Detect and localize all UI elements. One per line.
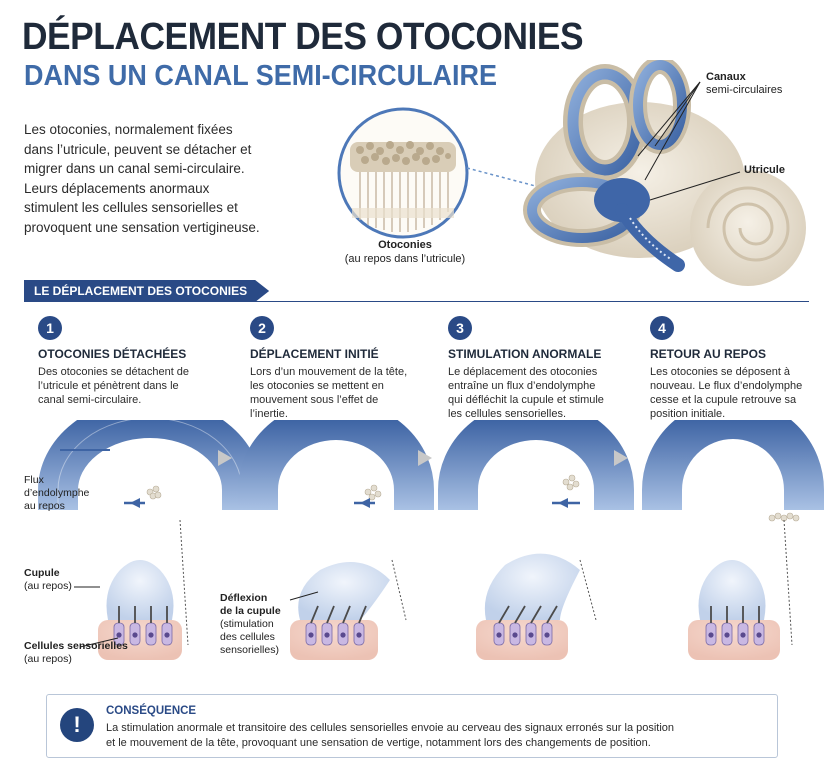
label-canaux: Canaux xyxy=(706,71,746,83)
cellules-label: Cellules sensorielles xyxy=(24,640,128,652)
otoconies-inset xyxy=(337,107,469,239)
cupule-label: Cupule xyxy=(24,567,60,579)
step-4: 4 RETOUR AU REPOS Les otoconies se dépos… xyxy=(636,316,826,421)
step-text: Le déplacement des otoconies entraîne un… xyxy=(448,366,604,420)
canal-illustrations xyxy=(38,420,824,660)
alert-icon: ! xyxy=(60,708,94,742)
step-number: 2 xyxy=(250,316,274,340)
step-arrow-3 xyxy=(614,450,628,466)
otoconies-sublabel: (au repos dans l’utricule) xyxy=(344,253,466,265)
panel-4-canal xyxy=(642,420,824,522)
flux-label-3: au repos xyxy=(24,500,65,512)
otoconies-label: Otoconies xyxy=(378,239,432,251)
step-number: 4 xyxy=(650,316,674,340)
consequence-line-2: et le mouvement de la tête, provoquant u… xyxy=(106,737,651,749)
step-arrow-1 xyxy=(218,450,232,466)
section-header: LE DÉPLACEMENT DES OTOCONIES xyxy=(24,280,269,302)
consequence-line-1: La stimulation anormale et transitoire d… xyxy=(106,722,675,734)
panel-2-cupule xyxy=(290,559,407,660)
deflexion-label-4: des cellules xyxy=(220,631,275,643)
page-subtitle: DANS UN CANAL SEMI-CIRCULAIRE xyxy=(24,60,497,92)
side-label-pointers xyxy=(74,586,319,648)
panel-4-cupule xyxy=(688,519,793,660)
inner-ear xyxy=(523,60,806,286)
deflexion-label: Déflexion xyxy=(220,592,268,604)
flux-label-2: d’endolymphe xyxy=(24,487,90,499)
step-text: Lors d’un mouvement de la tête, les otoc… xyxy=(250,366,408,420)
inner-ear-illustration xyxy=(337,60,806,286)
intro-text: Les otoconies, normalement fixées dans l… xyxy=(24,122,260,235)
otoconies-crystals xyxy=(356,141,451,165)
panel-1-cupule xyxy=(98,519,189,660)
step-2: 2 DÉPLACEMENT INITIÉ Lors d’un mouvement… xyxy=(236,316,426,421)
page-title: DÉPLACEMENT DES OTOCONIES xyxy=(22,16,584,58)
panel-1-canal xyxy=(38,420,262,510)
panel-2-canal xyxy=(238,420,434,510)
deflexion-label-5: sensorielles) xyxy=(220,644,279,656)
section-divider xyxy=(24,301,809,302)
step-number: 3 xyxy=(448,316,472,340)
panel-3-canal xyxy=(438,420,634,510)
consequence-box xyxy=(46,694,778,758)
panel-3-cupule xyxy=(476,553,597,660)
deflexion-label-2: de la cupule xyxy=(220,605,281,617)
deflexion-label-3: (stimulation xyxy=(220,618,274,630)
step-title: OTOCONIES DÉTACHÉES xyxy=(38,347,187,361)
cellules-sublabel: (au repos) xyxy=(24,653,72,665)
label-canaux-2: semi-circulaires xyxy=(706,84,783,96)
cupule-sublabel: (au repos) xyxy=(24,580,72,592)
step-text: Des otoconies se détachent de l’utricule… xyxy=(38,366,190,406)
step-title: DÉPLACEMENT INITIÉ xyxy=(250,347,379,361)
flux-label: Flux xyxy=(24,474,44,486)
step-3: 3 STIMULATION ANORMALE Le déplacement de… xyxy=(434,316,624,421)
step-text: Les otoconies se déposent à nouveau. Le … xyxy=(650,366,803,420)
step-1: 1 OTOCONIES DÉTACHÉES Des otoconies se d… xyxy=(24,316,214,407)
step-arrow-2 xyxy=(418,450,432,466)
consequence-title: CONSÉQUENCE xyxy=(106,705,197,717)
step-number: 1 xyxy=(38,316,62,340)
step-title: STIMULATION ANORMALE xyxy=(448,347,602,361)
step-title: RETOUR AU REPOS xyxy=(650,347,767,361)
label-utricule: Utricule xyxy=(744,164,785,176)
